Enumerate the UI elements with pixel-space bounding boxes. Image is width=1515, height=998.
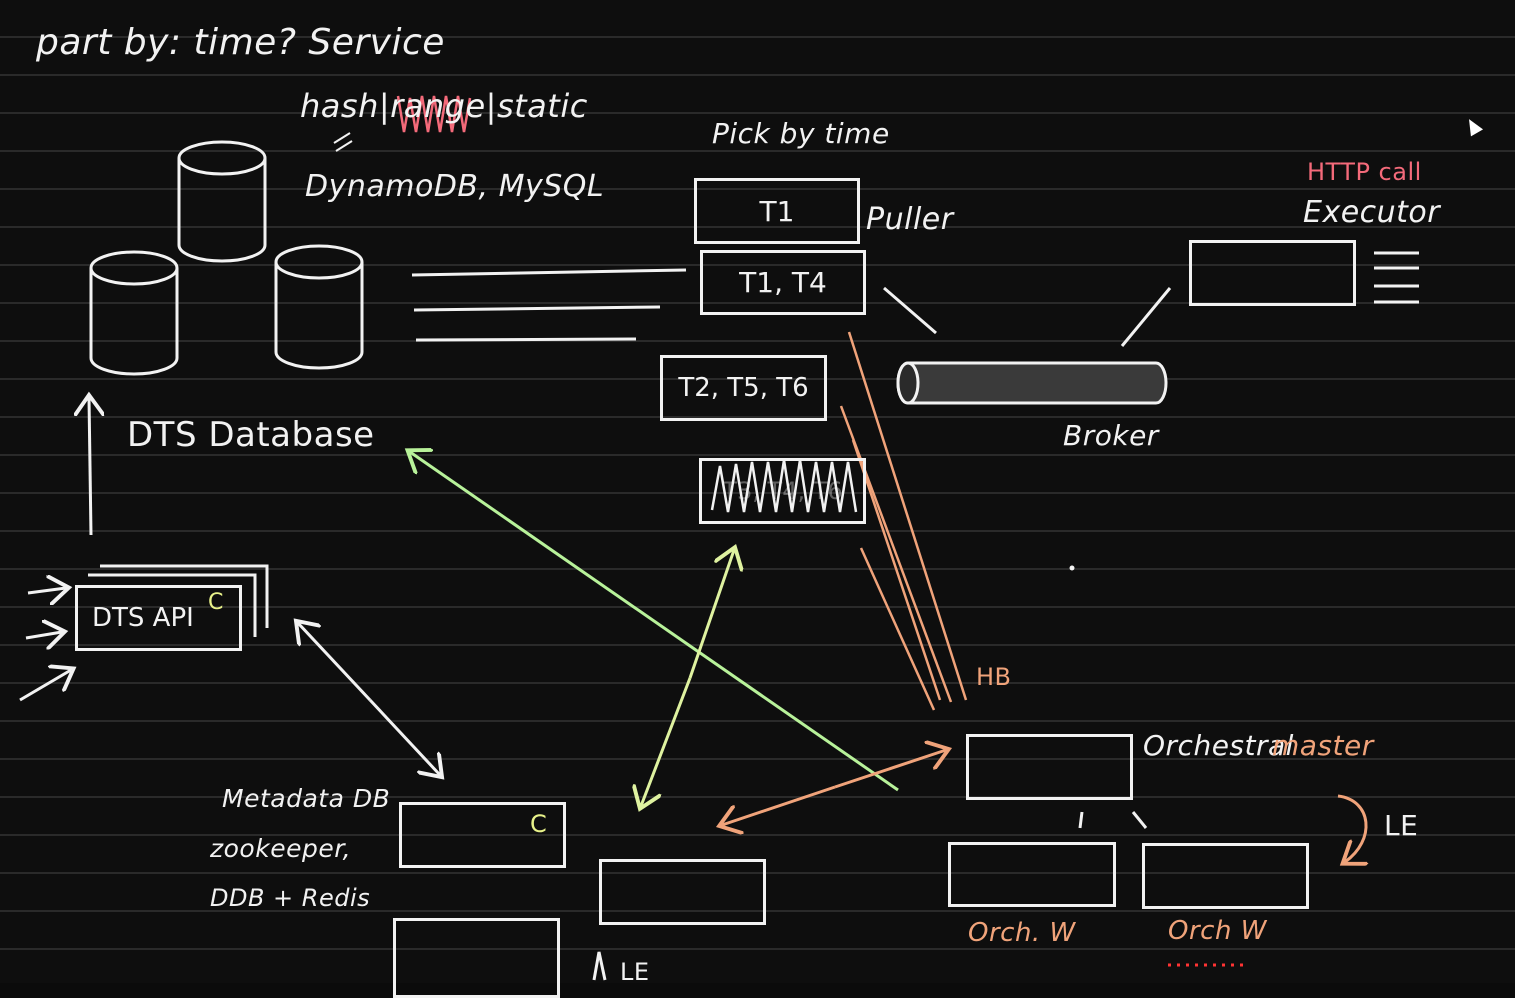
incoming-request-arrows — [19, 588, 71, 702]
puller-partition-2: T1, T4 — [700, 250, 866, 315]
orchestrator-worker-a-box — [948, 842, 1116, 907]
database-cylinder-top — [177, 140, 267, 263]
partition-to-worker-double-arrow — [641, 550, 734, 806]
orchestrator-master-label-a: Orchestral — [1143, 729, 1294, 762]
master-to-workers-links — [1078, 811, 1148, 829]
hash-underline-mark — [333, 132, 353, 152]
worker-box — [599, 859, 766, 925]
strike-scribble — [396, 95, 472, 133]
pick-by-time-label: Pick by time — [712, 117, 890, 150]
puller-partition-4: T3, T4, T6 — [699, 458, 866, 524]
dts-api-badge: C — [208, 590, 224, 615]
puller-partition-1-label: T1 — [759, 194, 795, 228]
api-stack-outline — [88, 564, 269, 637]
broker-to-executor-line — [1120, 287, 1172, 347]
http-call-label: HTTP call — [1307, 158, 1422, 186]
master-to-database-arrow — [410, 452, 899, 792]
master-to-worker-double-arrow — [722, 750, 946, 825]
broker-label: Broker — [1063, 419, 1159, 452]
bottom-le-label: LE — [620, 958, 650, 986]
heartbeat-lines — [839, 331, 968, 711]
leader-election-arrow — [1337, 794, 1366, 862]
orchestrator-le-label: LE — [1384, 809, 1419, 842]
executor-queue-lines — [1374, 251, 1419, 304]
puller-label: Puller — [866, 202, 954, 237]
bottom-leader-election-arrow — [592, 951, 607, 981]
orchestrator-master-box — [966, 734, 1133, 800]
metadata-box-lower — [393, 918, 560, 998]
puller-partition-1: T1 — [694, 178, 860, 244]
database-options-text: DynamoDB, MySQL — [305, 169, 605, 204]
partition-strategy-text: hash|range|static — [300, 87, 588, 125]
database-cylinder-right — [274, 244, 364, 370]
zookeeper-label: zookeeper, — [210, 834, 352, 863]
puller-to-broker-line — [883, 286, 937, 335]
db-to-puller-lines — [411, 268, 687, 342]
broker-pipe — [896, 361, 1168, 405]
puller-partition-3-label: T2, T5, T6 — [678, 373, 809, 403]
ddb-redis-label: DDB + Redis — [210, 884, 371, 912]
partition-heading: part by: time? Service — [36, 22, 445, 63]
dts-api-label: DTS API — [92, 603, 194, 633]
api-to-database-arrow — [89, 398, 91, 536]
dts-database-label: DTS Database — [127, 415, 375, 455]
orchestrator-master-label-b: master — [1272, 729, 1374, 762]
orchestrator-worker-a-label: Orch. W — [968, 918, 1076, 948]
puller-partition-2-label: T1, T4 — [739, 266, 827, 299]
metadata-badge: C — [530, 810, 548, 838]
metadata-db-label: Metadata DB — [222, 784, 391, 813]
puller-partition-4-label: T3, T4, T6 — [722, 477, 843, 505]
api-metadata-double-arrow — [298, 623, 440, 775]
database-cylinder-left — [89, 250, 179, 376]
executor-box — [1189, 240, 1356, 306]
executor-label: Executor — [1303, 195, 1441, 230]
metadata-box — [399, 802, 566, 868]
dts-api-box: DTS API — [75, 585, 242, 651]
orchestrator-worker-b-label: Orch W — [1168, 916, 1267, 946]
puller-partition-3: T2, T5, T6 — [660, 355, 827, 421]
stray-dot — [1069, 565, 1075, 571]
heartbeat-label: HB — [976, 663, 1012, 691]
orchestrator-worker-b-box — [1142, 843, 1309, 909]
